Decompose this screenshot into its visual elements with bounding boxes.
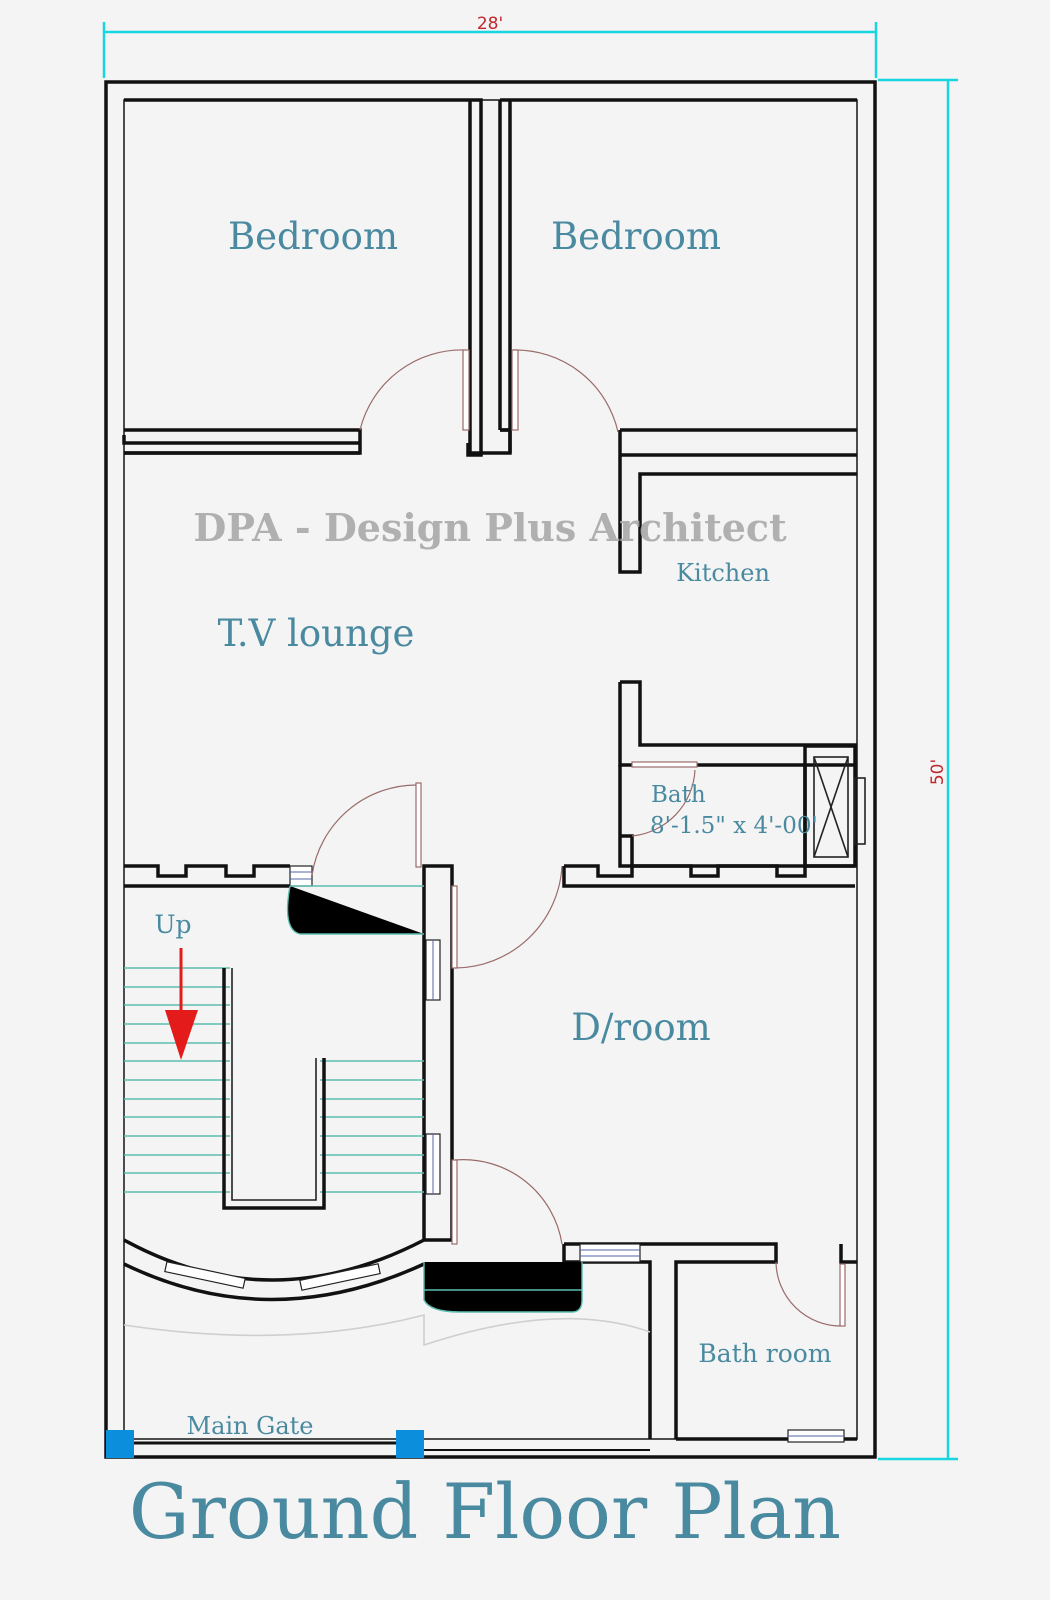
bedroom-doors bbox=[359, 349, 619, 433]
droom-bathroom-walls bbox=[562, 1242, 857, 1443]
bedroom-walls bbox=[122, 98, 857, 457]
label-bath-size: 8'-1.5" x 4'-00' bbox=[650, 813, 818, 839]
label-stair-up: Up bbox=[154, 910, 191, 939]
kitchen-walls bbox=[618, 453, 857, 767]
staircase bbox=[124, 885, 424, 1210]
gate-post-left bbox=[106, 1430, 134, 1458]
label-kitchen: Kitchen bbox=[676, 559, 770, 587]
watermark-text: DPA - Design Plus Architect bbox=[193, 505, 787, 550]
label-main-gate: Main Gate bbox=[187, 1412, 314, 1440]
label-bedroom-right: Bedroom bbox=[551, 215, 721, 258]
lounge-bottom-wall bbox=[124, 782, 855, 888]
top-dimension: 28' bbox=[102, 14, 878, 78]
width-dimension-label: 28' bbox=[477, 14, 503, 34]
entrance-area bbox=[106, 1262, 651, 1458]
gate-post-right bbox=[396, 1430, 424, 1458]
outer-walls bbox=[104, 80, 877, 1459]
right-dimension: 50' bbox=[878, 78, 958, 1461]
stair-up-arrow bbox=[165, 948, 198, 1060]
label-bedroom-left: Bedroom bbox=[228, 215, 398, 258]
label-droom: D/room bbox=[571, 1006, 710, 1049]
stair-hall bbox=[123, 864, 563, 1302]
label-bath: Bath bbox=[651, 782, 706, 808]
depth-dimension-label: 50' bbox=[928, 759, 948, 785]
drawing-title: Ground Floor Plan bbox=[129, 1467, 841, 1556]
small-bath bbox=[618, 744, 866, 868]
label-bath-room: Bath room bbox=[698, 1339, 831, 1368]
label-tv-lounge: T.V lounge bbox=[218, 612, 415, 655]
